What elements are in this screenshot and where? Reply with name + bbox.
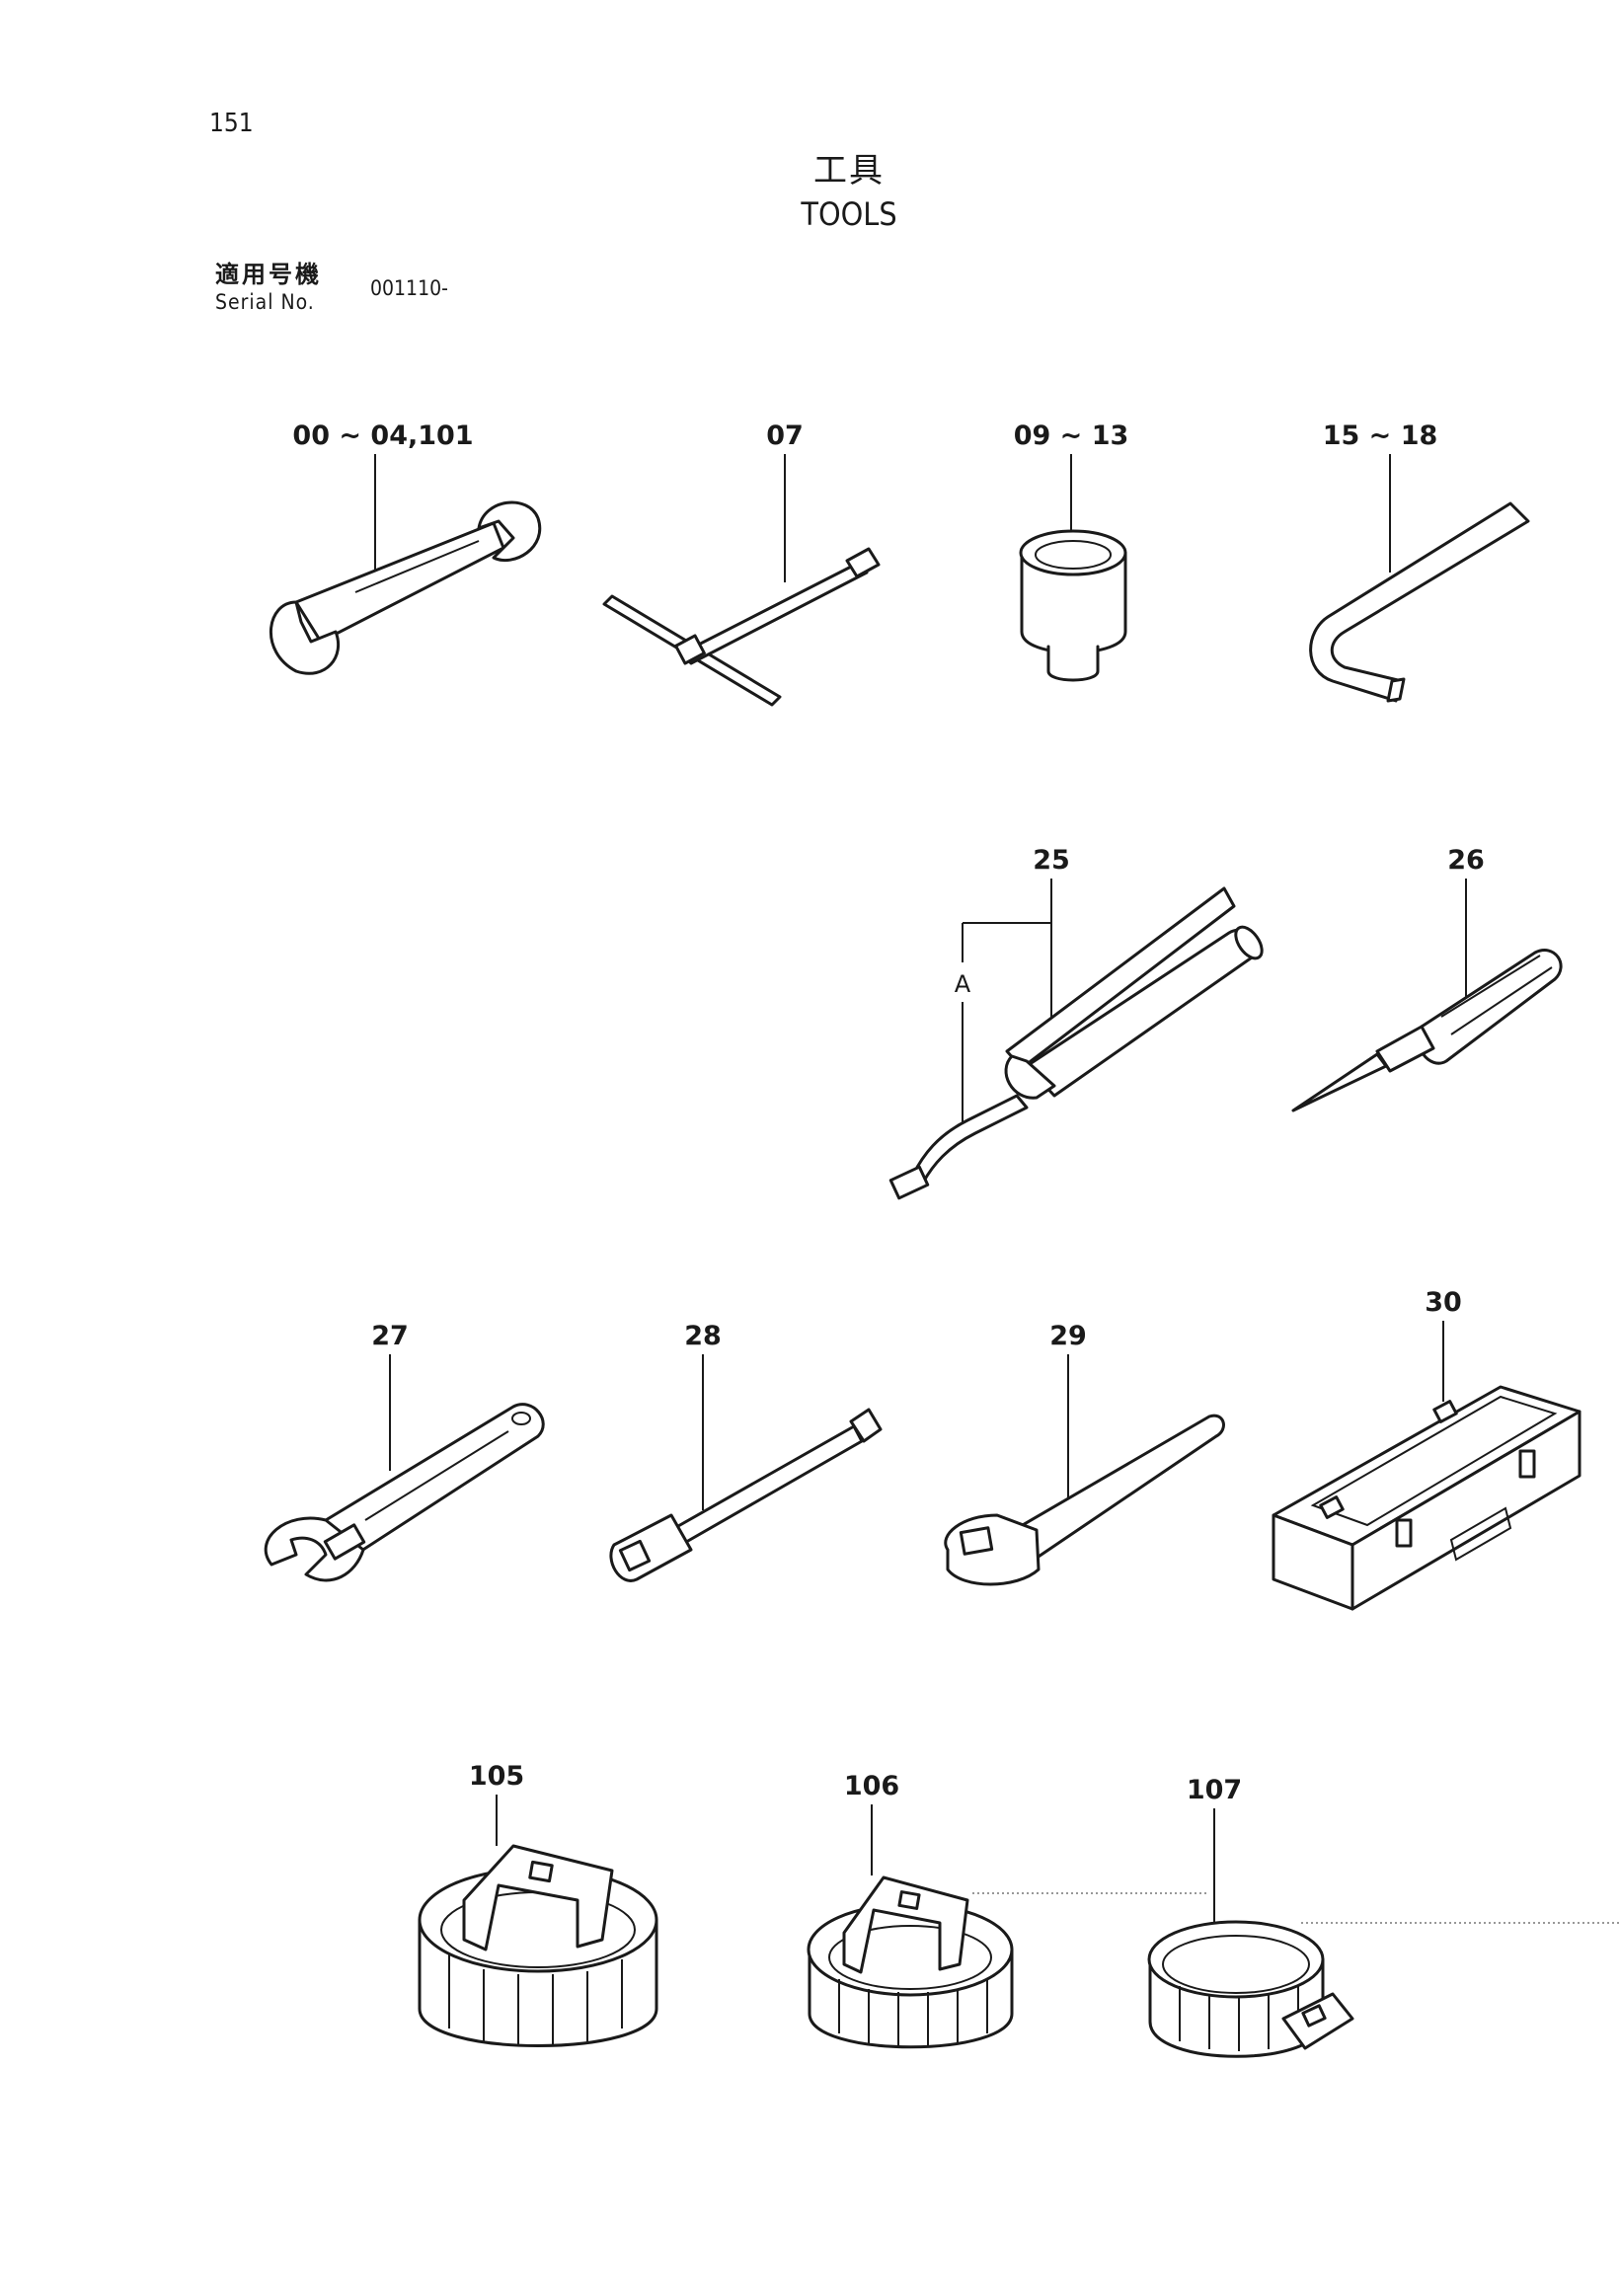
- tool-box: 30: [1272, 1287, 1581, 1611]
- callout-wrench: 00 ~ 04,101: [292, 421, 473, 451]
- callout-filter-wrench-large: 105: [469, 1761, 524, 1792]
- callout-filter-wrench-medium: 106: [844, 1771, 899, 1801]
- socket: 09 ~ 13: [1014, 421, 1129, 682]
- filter-wrench-medium: 106: [807, 1771, 1209, 2049]
- ratchet-handle: 29: [944, 1321, 1225, 1586]
- callout-adjustable-wrench: 27: [371, 1321, 409, 1351]
- callout-grease-gun-sub: A: [955, 970, 971, 998]
- callout-extension-bar: 28: [684, 1321, 722, 1351]
- adjustable-wrench: 27: [264, 1321, 545, 1582]
- hex-key: 15 ~ 18: [1309, 421, 1530, 703]
- callout-tool-box: 30: [1425, 1287, 1462, 1318]
- extension-bar: 28: [609, 1321, 883, 1582]
- callout-filter-wrench-band: 107: [1187, 1775, 1242, 1805]
- callout-hex-key: 15 ~ 18: [1323, 421, 1438, 451]
- screwdriver: 26: [1291, 845, 1563, 1112]
- open-end-wrench: 00 ~ 04,101: [270, 421, 542, 675]
- t-wrench: 07: [602, 421, 881, 707]
- callout-screwdriver: 26: [1447, 845, 1485, 876]
- page-title-japanese: 工具: [813, 151, 885, 191]
- callout-socket: 09 ~ 13: [1014, 421, 1129, 451]
- filter-wrench-large: 105: [418, 1761, 658, 2047]
- callout-t-wrench: 07: [766, 421, 804, 451]
- callout-ratchet-handle: 29: [1049, 1321, 1087, 1351]
- serial-label-english: Serial No.: [215, 290, 315, 314]
- grease-gun: 25 A: [888, 845, 1264, 1200]
- callout-grease-gun: 25: [1033, 845, 1070, 876]
- serial-label-japanese: 適用号機: [215, 261, 322, 288]
- page-title-english: TOOLS: [801, 195, 897, 233]
- page-number: 151: [209, 109, 254, 138]
- filter-wrench-band: 107: [1147, 1775, 1620, 2058]
- serial-number-value: 001110-: [370, 276, 448, 300]
